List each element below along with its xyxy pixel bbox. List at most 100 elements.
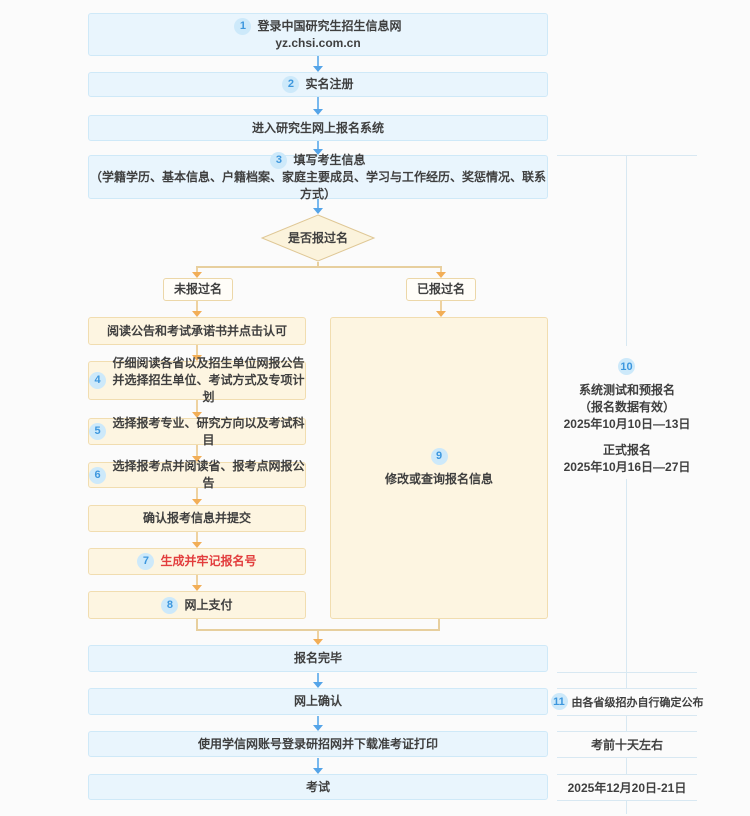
step-online-confirm-box: 网上确认 [88, 688, 548, 715]
arrow-down-icon [313, 631, 323, 645]
step-registration-done-box: 报名完毕 [88, 645, 548, 672]
timeline-line [557, 800, 697, 801]
timeline-note-ticket: 考前十天左右 [549, 731, 705, 757]
timeline-line [557, 715, 697, 716]
step-number-badge: 7 [137, 553, 155, 570]
step-number-badge: 11 [550, 693, 568, 710]
timeline-tick [626, 800, 627, 814]
step-read-province-line1: 仔细阅读各省以及招生单位网报公告 [112, 356, 305, 370]
timeline-tick [626, 672, 627, 688]
step-online-confirm-label: 网上确认 [293, 694, 342, 708]
arrow-down-icon [313, 199, 323, 214]
step-number-badge: 9 [430, 448, 448, 465]
connector-line [196, 266, 442, 268]
arrow-down-icon [192, 532, 202, 548]
timeline-line [557, 757, 697, 758]
arrow-down-icon [192, 445, 202, 462]
arrow-down-icon [313, 673, 323, 688]
step-download-ticket-label: 使用学信网账号登录研招网并下载准考证打印 [197, 736, 438, 751]
step-choose-major-label: 选择报考专业、研究方向以及考试科目 [112, 415, 305, 447]
timeline-note-exam-date: 2025年12月20日-21日 [549, 774, 705, 800]
arrow-down-icon [192, 488, 202, 505]
timeline-line [557, 155, 697, 156]
arrow-down-icon [313, 56, 323, 72]
timeline-line [626, 155, 627, 346]
step-choose-site-label: 选择报考点并阅读省、报考点网报公告 [112, 459, 305, 490]
step-number-badge: 2 [282, 76, 300, 93]
step-enter-system-label: 进入研究生网上报名系统 [251, 120, 384, 135]
branch-not-registered-box: 未报过名 [163, 278, 233, 301]
step-login-title: 登录中国研究生招生信息网 [257, 18, 402, 33]
step-remember-number-label: 生成并牢记报名号 [160, 554, 257, 568]
timeline-line [557, 688, 697, 689]
step-exam-label: 考试 [305, 779, 330, 794]
step-registration-done-label: 报名完毕 [293, 651, 342, 665]
step-pay-online-label: 网上支付 [184, 597, 233, 612]
step-number-badge: 1 [234, 17, 252, 35]
step-read-province-box: 4 仔细阅读各省以及招生单位网报公告 并选择招生单位、考试方式及专项计划 [88, 356, 306, 404]
connector-line [196, 619, 198, 631]
timeline-note-exam-date-text: 2025年12月20日-21日 [567, 780, 687, 795]
step-number-badge: 4 [89, 372, 106, 389]
timeline-note-confirm-text: 由各省级招办自行确定公布 [571, 696, 704, 709]
step-login-box: 1 登录中国研究生招生信息网 yz.chsi.com.cn [88, 13, 548, 56]
step-number-badge: 10 [618, 358, 635, 375]
arrow-down-icon [313, 97, 323, 115]
connector-line [196, 629, 440, 631]
timeline-line [557, 672, 697, 673]
timeline-formal-registration-title: 正式报名 [602, 443, 651, 457]
connector-line [438, 619, 440, 631]
timeline-registration-text: 系统测试和预报名 （报名数据有效） 2025年10月10日—13日 正式报名 2… [545, 382, 709, 476]
timeline-line [626, 479, 627, 672]
step-modify-query-label: 修改或查询报名信息 [384, 472, 493, 486]
connector-line [317, 262, 319, 267]
step-register-box: 2 实名注册 [88, 72, 548, 97]
decision-label: 是否报过名 [287, 230, 348, 245]
branch-not-registered-label: 未报过名 [173, 282, 222, 296]
step-number-badge: 8 [161, 596, 179, 614]
step-pay-online-box: 8 网上支付 [88, 591, 306, 619]
timeline-note-confirm: 11 由各省级招办自行确定公布 [549, 688, 705, 715]
timeline-tick [626, 757, 627, 774]
timeline-pre-registration-title: 系统测试和预报名 [578, 383, 675, 397]
step-fill-info-box: 3 填写考生信息 （学籍学历、基本信息、户籍档案、家庭主要成员、学习与工作经历、… [88, 151, 548, 201]
step-enter-system-box: 进入研究生网上报名系统 [88, 115, 548, 141]
arrow-down-icon [192, 268, 202, 278]
step-modify-query-box: 9 修改或查询报名信息 [330, 317, 548, 619]
step-read-notice-box: 阅读公告和考试承诺书并点击认可 [88, 317, 306, 345]
timeline-note-ticket-text: 考前十天左右 [590, 737, 663, 752]
step-fill-info-title: 填写考生信息 [293, 152, 366, 167]
step-download-ticket-box: 使用学信网账号登录研招网并下载准考证打印 [88, 731, 548, 757]
step-read-notice-label: 阅读公告和考试承诺书并点击认可 [106, 323, 287, 338]
decision-diamond [260, 214, 376, 262]
step-fill-info-subtitle: （学籍学历、基本信息、户籍档案、家庭主要成员、学习与工作经历、奖惩情况、联系方式… [89, 169, 546, 201]
step-confirm-submit-label: 确认报考信息并提交 [142, 511, 251, 525]
step-exam-box: 考试 [88, 774, 548, 800]
timeline-line [557, 731, 697, 732]
step-choose-site-box: 6 选择报考点并阅读省、报考点网报公告 [88, 459, 306, 490]
arrow-down-icon [313, 758, 323, 774]
branch-registered-box: 已报过名 [406, 278, 476, 301]
arrow-down-icon [192, 400, 202, 418]
timeline-tick [626, 715, 627, 731]
timeline-pre-registration-note: （报名数据有效） [578, 400, 675, 414]
timeline-line [557, 774, 697, 775]
arrow-down-icon [192, 345, 202, 361]
step-number-badge: 3 [270, 151, 288, 169]
step-number-badge: 5 [89, 423, 106, 440]
timeline-formal-registration-date: 2025年10月16日—27日 [563, 460, 691, 474]
step-number-badge: 6 [89, 466, 106, 484]
arrow-down-icon [436, 268, 446, 278]
branch-registered-label: 已报过名 [416, 282, 465, 296]
arrow-down-icon [313, 141, 323, 155]
decision-label-wrap: 是否报过名 [260, 214, 376, 262]
step-read-province-line2: 并选择招生单位、考试方式及专项计划 [112, 373, 305, 404]
arrow-down-icon [313, 716, 323, 731]
timeline-pre-registration-date: 2025年10月10日—13日 [563, 417, 691, 431]
step-remember-number-box: 7 生成并牢记报名号 [88, 548, 306, 575]
step-confirm-submit-box: 确认报考信息并提交 [88, 505, 306, 532]
arrow-down-icon [436, 301, 446, 317]
arrow-down-icon [192, 575, 202, 591]
step-choose-major-box: 5 选择报考专业、研究方向以及考试科目 [88, 416, 306, 447]
